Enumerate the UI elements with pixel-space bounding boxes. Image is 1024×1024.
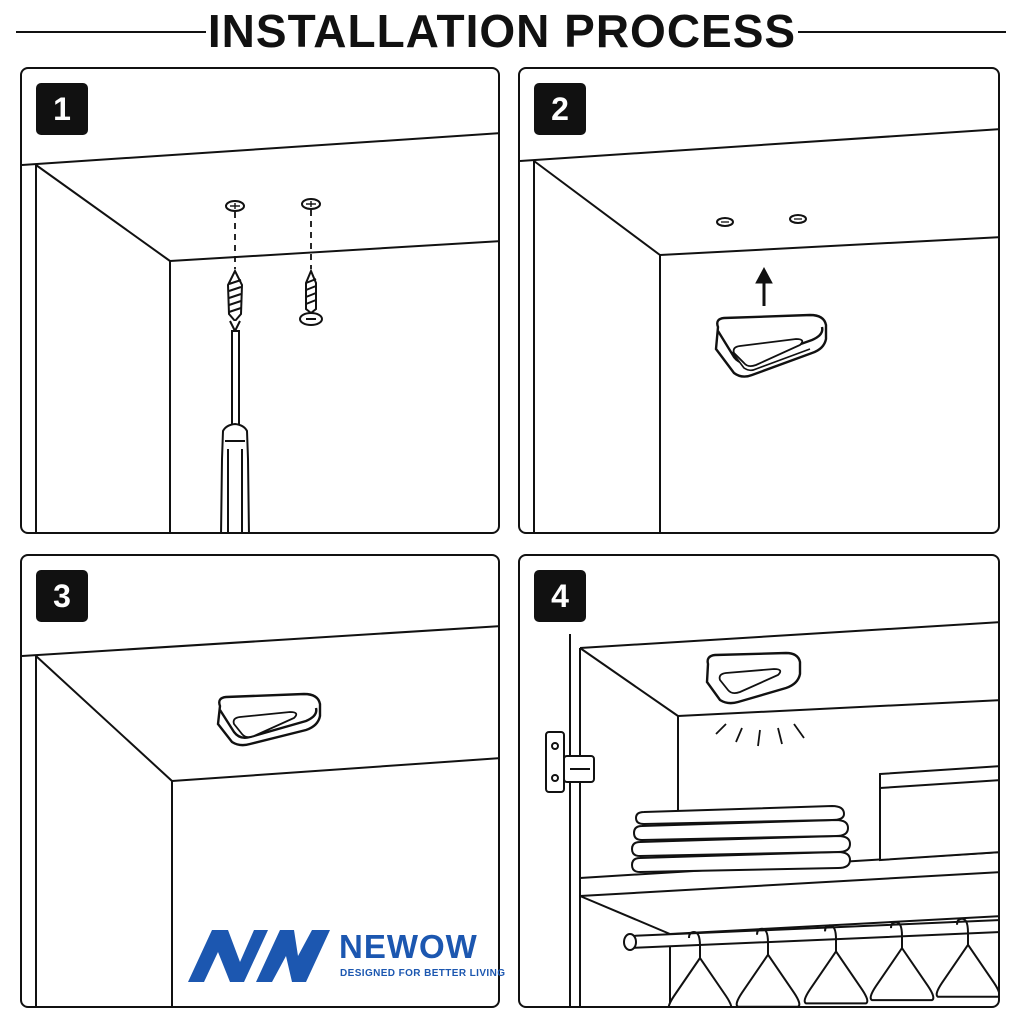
storage-box-icon [879,765,998,862]
screw-icon [226,268,244,323]
hanger-hook-icon [756,927,769,955]
arrow-up-icon [755,266,773,306]
brand-logo: NEWOW DESIGNED FOR BETTER LIVING [186,926,505,986]
hinge-icon [545,731,595,793]
step-panel-3: 3 [20,554,500,1008]
light-rays-icon [715,723,805,747]
puck-light-icon [705,651,802,705]
step-number-1: 1 [36,83,88,135]
step-panel-2: 2 [518,67,1000,534]
header: INSTALLATION PROCESS [0,0,1024,62]
step-panel-4: 4 [518,554,1000,1008]
step-number-3: 3 [36,570,88,622]
screw-icon [299,268,323,326]
hanger-hook-icon [956,917,969,945]
screwdriver-icon [220,320,250,532]
newow-logo-icon [188,930,330,982]
towel-stack-icon [630,804,852,874]
title-rule-left [16,31,206,33]
puck-light-icon [216,692,322,747]
hanger-hook-icon [688,930,701,958]
title-rule-right [798,31,1006,33]
brand-name: NEWOW [339,928,478,965]
step-3-illustration [22,625,498,1006]
hanger-hook-icon [824,924,837,952]
puck-light-icon [714,313,828,378]
page-title: INSTALLATION PROCESS [207,5,797,57]
screw-hole-icon [225,198,321,212]
brand-tagline: DESIGNED FOR BETTER LIVING [340,968,506,979]
step-1-illustration [22,132,498,532]
step-number-2: 2 [534,83,586,135]
hanger-icon [935,943,998,998]
step-number-4: 4 [534,570,586,622]
hanger-icon [803,949,869,1005]
hanger-icon [735,952,801,1006]
step-2-illustration [520,128,998,532]
step-4-illustration [545,621,998,1006]
hanger-hook-icon [890,921,903,949]
step-panel-1: 1 [20,67,500,534]
hanger-icon [869,946,935,1002]
hanging-rod-icon [623,919,998,951]
hanger-group [667,917,998,1006]
hanger-icon [667,956,733,1006]
